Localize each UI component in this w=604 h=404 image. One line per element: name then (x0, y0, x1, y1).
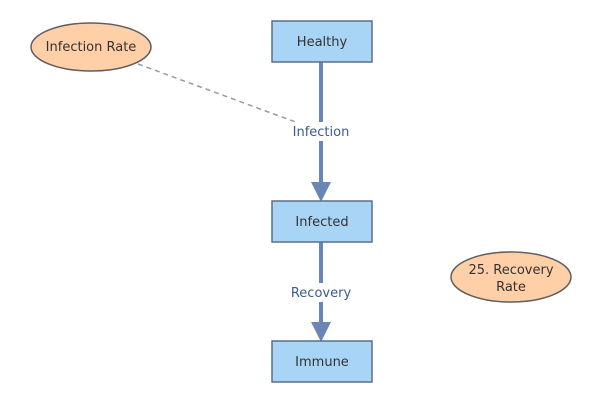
infection-rate-ellipse[interactable] (30, 22, 152, 72)
recovery-rate-label-line1: 25. Recovery (468, 263, 553, 278)
healthy-stock[interactable]: Healthy (271, 20, 373, 63)
recovery-flow-text: Recovery (291, 286, 352, 301)
infection-flow-label: Infection (289, 122, 353, 141)
immune-stock-box[interactable] (271, 340, 373, 383)
healthy-stock-box[interactable] (271, 20, 373, 63)
infected-stock[interactable]: Infected (271, 200, 373, 243)
infection-rate-link[interactable] (137, 63, 321, 132)
immune-stock[interactable]: Immune (271, 340, 373, 383)
infection-rate-variable[interactable]: Infection Rate (30, 22, 152, 72)
healthy-stock-label: Healthy (297, 35, 348, 50)
recovery-rate-variable[interactable]: 25. Recovery Rate (450, 251, 572, 303)
recovery-flow-label: Recovery (289, 283, 353, 302)
infection-flow-text: Infection (293, 125, 350, 140)
infected-stock-box[interactable] (271, 200, 373, 243)
recovery-rate-ellipse[interactable] (450, 251, 572, 303)
immune-stock-label: Immune (295, 355, 349, 370)
recovery-rate-label-line2: Rate (496, 280, 526, 295)
infection-rate-label: Infection Rate (46, 40, 137, 55)
infected-stock-label: Infected (295, 215, 348, 230)
